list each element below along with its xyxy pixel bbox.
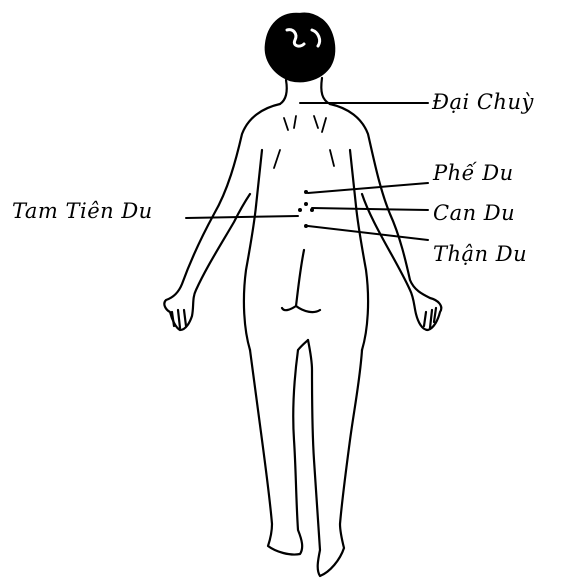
label-phe-du: Phế Du	[433, 161, 514, 185]
leader-tam-tien-du	[186, 216, 298, 218]
head-illustration	[266, 14, 334, 82]
leader-can-du	[312, 208, 428, 210]
label-can-du: Can Du	[433, 201, 515, 225]
inner-arm-lines	[256, 150, 356, 206]
shoulder-blade-marks	[274, 116, 334, 168]
acupoint-dots	[298, 190, 314, 228]
label-than-du: Thận Du	[433, 242, 527, 266]
left-hand-fingers	[172, 310, 186, 328]
inner-leg-line	[298, 340, 308, 350]
left-leg-outline	[250, 350, 302, 555]
buttock-cleft	[282, 250, 320, 312]
right-leg-outline	[308, 340, 362, 576]
body-outline-right	[330, 104, 441, 330]
label-dai-chuy: Đại Chuỳ	[432, 90, 534, 114]
leader-phe-du	[308, 183, 428, 193]
leader-than-du	[308, 226, 428, 240]
label-tam-tien-du: Tam Tiên Du	[12, 199, 153, 223]
